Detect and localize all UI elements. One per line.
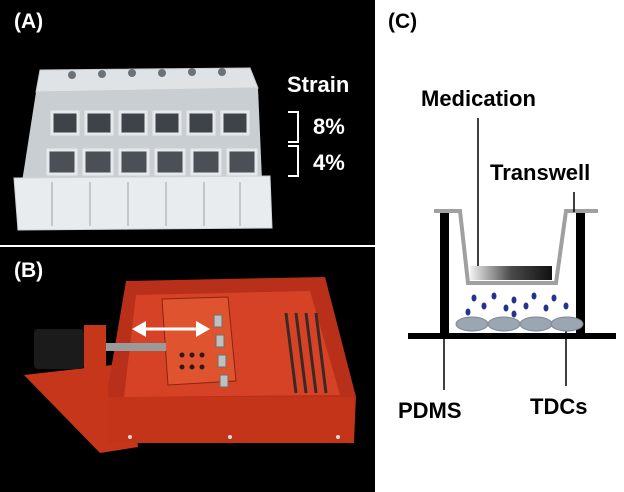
medication-layer bbox=[470, 266, 552, 280]
panel-c-label: (C) bbox=[388, 10, 418, 33]
transwell-schematic bbox=[408, 118, 616, 390]
panel-b-label: (B) bbox=[14, 259, 44, 282]
front-wall-ribs bbox=[51, 182, 241, 226]
panel-a-label: (A) bbox=[14, 10, 44, 33]
motor bbox=[34, 329, 84, 369]
tdc-cells bbox=[455, 316, 584, 332]
right-chamber-wall bbox=[576, 212, 585, 336]
carriage-holes bbox=[179, 352, 205, 370]
clamp-rack bbox=[284, 312, 328, 394]
tdcs-label: TDCs bbox=[530, 394, 588, 419]
left-chamber-wall bbox=[440, 212, 449, 336]
panel-c-schematic: (C) Medication Transwell PDMS TDCs bbox=[378, 0, 624, 492]
panel-a-photo: (A) Strain 8% 4% bbox=[0, 0, 375, 245]
panel-b-photo: (B) bbox=[0, 247, 375, 492]
pdms-label: PDMS bbox=[398, 398, 462, 423]
stretch-chamber-illustration bbox=[13, 67, 299, 231]
transwell-label: Transwell bbox=[490, 160, 591, 185]
wells-row-top bbox=[50, 110, 250, 136]
strain-value-8: 8% bbox=[313, 114, 345, 139]
diffusing-medication-dots bbox=[465, 292, 569, 318]
back-wall-holes bbox=[68, 68, 226, 79]
strain-value-4: 4% bbox=[313, 150, 345, 175]
strain-brackets bbox=[288, 111, 299, 177]
stretching-device-illustration bbox=[24, 277, 356, 453]
medication-label: Medication bbox=[421, 86, 536, 111]
front-screws bbox=[128, 435, 340, 439]
wells-row-bottom bbox=[46, 148, 258, 176]
transwell-insert bbox=[434, 209, 598, 285]
stretch-pins bbox=[213, 314, 229, 388]
lead-screw bbox=[106, 343, 166, 351]
carriage-plate bbox=[161, 296, 237, 386]
motion-double-arrow bbox=[132, 321, 210, 337]
strain-title: Strain bbox=[287, 72, 350, 97]
